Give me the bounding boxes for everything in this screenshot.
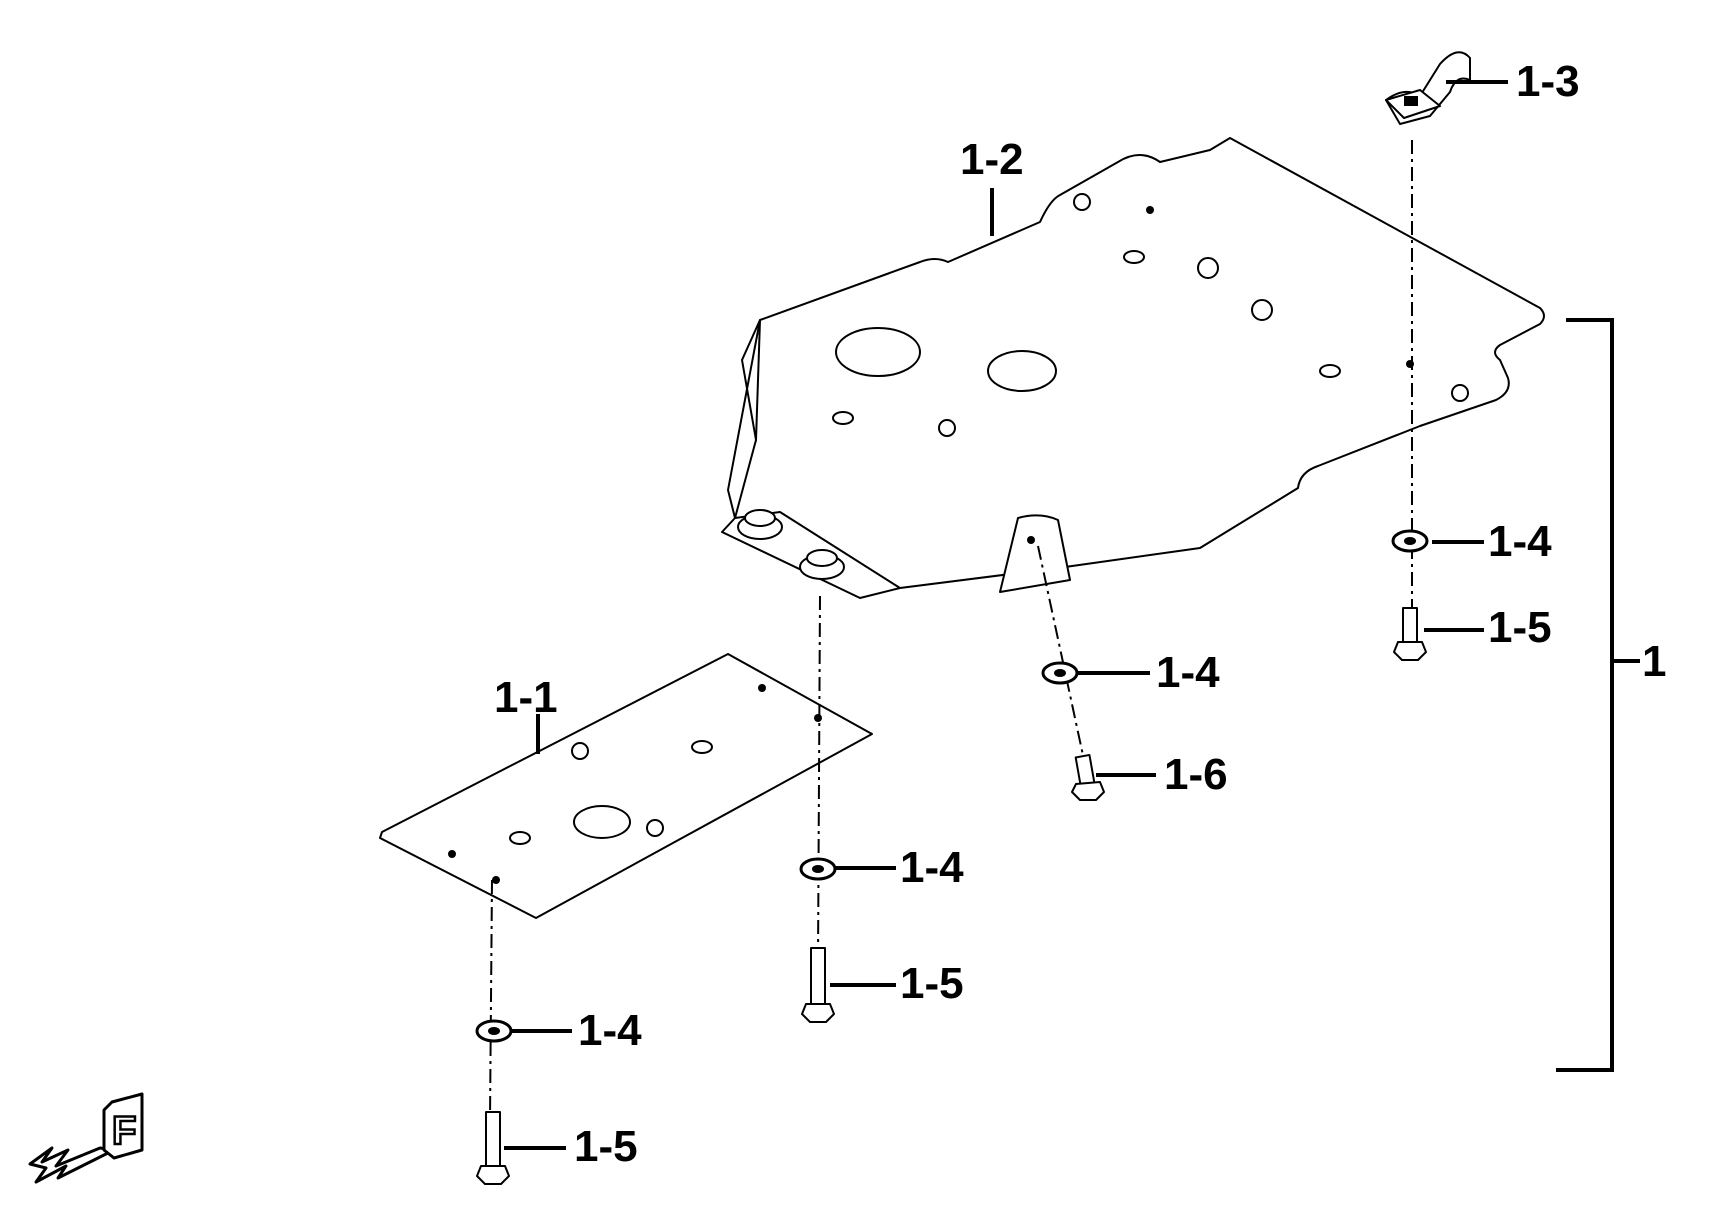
label-1-4-middle: 1-4 — [900, 843, 964, 892]
clip-nut — [1385, 51, 1471, 125]
label-1-2: 1-2 — [960, 135, 1024, 184]
washer-1-4-middle — [799, 857, 837, 881]
washer-1-4-center — [1041, 661, 1079, 685]
label-1-1: 1-1 — [494, 673, 558, 722]
assembly-bracket — [1556, 318, 1640, 1072]
bolt-1-5-right — [1393, 607, 1427, 661]
label-1-5-middle: 1-5 — [900, 959, 964, 1008]
skid-plate-main — [721, 137, 1545, 599]
skid-plate-small — [379, 653, 873, 919]
front-indicator-label: F — [112, 1109, 136, 1153]
bolt-1-6 — [1071, 753, 1105, 801]
label-1: 1 — [1642, 637, 1666, 686]
bolt-1-5-middle — [801, 947, 835, 1023]
leader-lines — [504, 80, 1508, 1150]
label-1-4-left: 1-4 — [578, 1006, 642, 1055]
label-1-3: 1-3 — [1516, 57, 1580, 106]
label-1-4-right: 1-4 — [1488, 517, 1552, 566]
washer-1-4-left — [475, 1019, 513, 1043]
front-direction-icon: F — [28, 1092, 144, 1184]
washer-1-4-right — [1391, 529, 1429, 553]
label-1-5-left: 1-5 — [574, 1122, 638, 1171]
label-1-5-right: 1-5 — [1488, 603, 1552, 652]
label-1-6: 1-6 — [1164, 750, 1228, 799]
label-1-4-center: 1-4 — [1156, 648, 1220, 697]
bolt-1-5-left — [476, 1111, 510, 1185]
